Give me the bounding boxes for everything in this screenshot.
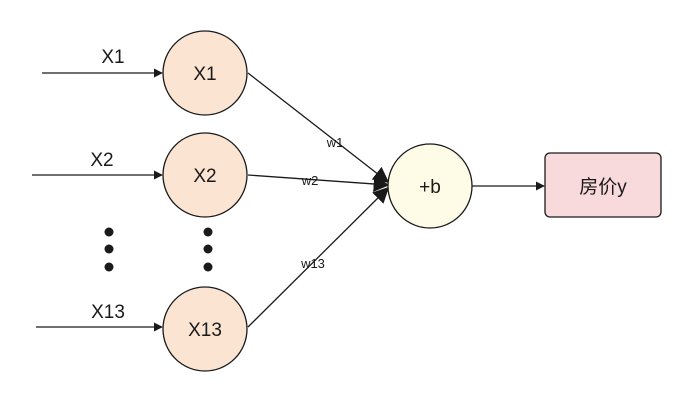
edge-w2 <box>247 174 390 192</box>
input-node-label: X13 <box>188 320 222 341</box>
input-label-x2: X2 <box>90 150 113 171</box>
ellipsis-dots-right <box>203 227 213 272</box>
input-node-x2: X2 <box>162 132 248 218</box>
sum-node-label: +b <box>419 177 441 198</box>
input-node-label: X1 <box>193 64 216 85</box>
edge-w13 <box>247 186 390 328</box>
input-node-x13: X13 <box>162 286 248 372</box>
edge-w1 <box>247 72 390 183</box>
output-box: 房价y <box>544 152 662 218</box>
output-label: 房价y <box>579 176 627 198</box>
input-label-x1: X1 <box>101 47 124 68</box>
input-node-label: X2 <box>193 166 216 187</box>
input-node-x1: X1 <box>162 30 248 116</box>
weight-label-w1: w1 <box>326 135 344 150</box>
weight-label-w2: w2 <box>301 173 319 188</box>
ellipsis-dots-left <box>104 227 114 272</box>
sum-node: +b <box>387 143 473 229</box>
input-label-x13: X13 <box>91 302 125 323</box>
weight-label-w13: w13 <box>300 256 325 271</box>
